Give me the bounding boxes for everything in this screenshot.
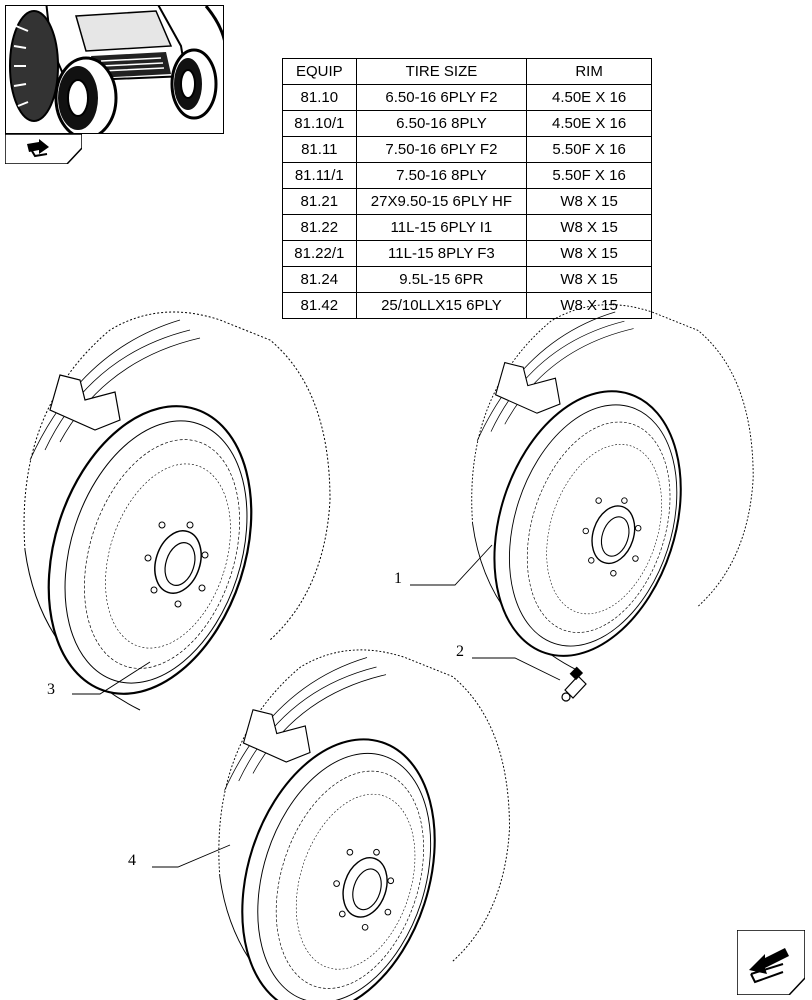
valve-stem (561, 666, 587, 702)
folder-arrow-icon[interactable] (4, 133, 83, 165)
table-row: 81.11 7.50-16 6PLY F2 5.50F X 16 (282, 136, 652, 163)
rim-cell: 5.50F X 16 (526, 136, 652, 163)
rim-cell: W8 X 15 (526, 214, 652, 241)
equip-cell: 81.10/1 (282, 110, 357, 137)
rim-cell: 4.50E X 16 (526, 84, 652, 111)
table-row: 81.21 27X9.50-15 6PLY HF W8 X 15 (282, 188, 652, 215)
header-equip: EQUIP (282, 58, 357, 85)
equip-cell: 81.42 (282, 292, 357, 319)
table-row: 81.11/1 7.50-16 8PLY 5.50F X 16 (282, 162, 652, 189)
next-page-arrow-icon[interactable] (736, 929, 806, 996)
rim-cell: 4.50E X 16 (526, 110, 652, 137)
leader-line-2 (472, 657, 561, 681)
equip-cell: 81.10 (282, 84, 357, 111)
wheel-3 (12, 310, 332, 722)
callout-1: 1 (394, 570, 402, 587)
callout-4: 4 (128, 852, 136, 869)
callout-2: 2 (456, 643, 464, 660)
wheel-1 (461, 303, 755, 682)
equip-cell: 81.22/1 (282, 240, 357, 267)
rim-cell: 5.50F X 16 (526, 162, 652, 189)
tire-size-cell: 11L-15 8PLY F3 (355, 240, 528, 267)
tractor-icon (9, 6, 223, 133)
tractor-thumbnail (5, 5, 224, 134)
tire-size-cell: 6.50-16 6PLY F2 (355, 84, 528, 111)
table-row: 81.10 6.50-16 6PLY F2 4.50E X 16 (282, 84, 652, 111)
tire-size-cell: 6.50-16 8PLY (355, 110, 528, 137)
callout-3: 3 (47, 681, 55, 698)
leader-line-1 (410, 544, 493, 586)
equip-cell: 81.21 (282, 188, 357, 215)
leader-line-4 (152, 844, 231, 868)
wheel-4 (208, 648, 511, 1000)
table-row: 81.42 25/10LLX15 6PLY W8 X 15 (282, 292, 652, 319)
tire-rim-table: EQUIP TIRE SIZE RIM 81.10 6.50-16 6PLY F… (282, 58, 652, 319)
rim-cell: W8 X 15 (526, 292, 652, 319)
table-header-row: EQUIP TIRE SIZE RIM (282, 58, 652, 85)
tire-size-cell: 7.50-16 8PLY (355, 162, 528, 189)
tire-size-cell: 7.50-16 6PLY F2 (355, 136, 528, 163)
equip-cell: 81.24 (282, 266, 357, 293)
table-row: 81.10/1 6.50-16 8PLY 4.50E X 16 (282, 110, 652, 137)
tire-size-cell: 25/10LLX15 6PLY (355, 292, 528, 319)
leader-line-3 (72, 661, 151, 695)
tire-size-cell: 27X9.50-15 6PLY HF (355, 188, 528, 215)
equip-cell: 81.11 (282, 136, 357, 163)
header-rim: RIM (526, 58, 652, 85)
